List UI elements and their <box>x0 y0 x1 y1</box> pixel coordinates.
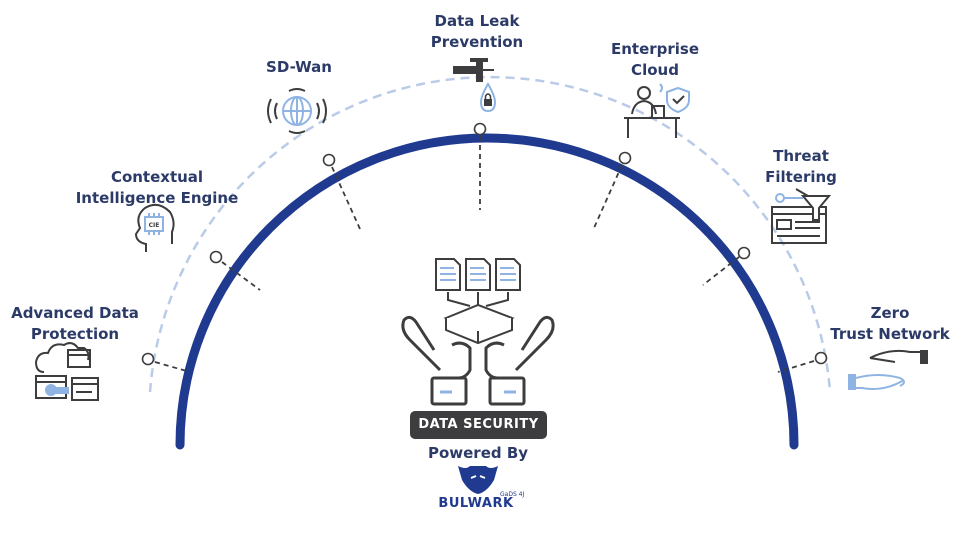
feature-label-advanced-data-protection: Advanced Data Protection <box>11 303 139 345</box>
feature-label-line: Enterprise <box>610 40 700 58</box>
hands-icon <box>401 315 555 406</box>
connector-contextual-intelligence-engine <box>209 250 261 291</box>
feature-label-line: Prevention <box>430 33 524 51</box>
funnel-browser-icon <box>771 188 832 244</box>
feature-label-line: SD-Wan <box>266 58 332 76</box>
feature-label-threat-filtering: Threat Filtering <box>765 146 837 188</box>
feature-label-line: Filtering <box>765 168 837 186</box>
brand-subtitle: GaDS 4J <box>500 491 525 498</box>
data-security-label: DATA SECURITY <box>410 411 547 439</box>
head-chip-icon: CIE <box>134 203 175 252</box>
globe-signal-icon <box>267 88 327 134</box>
feature-label-line: Cloud <box>631 61 679 79</box>
connector-enterprise-cloud <box>593 151 632 229</box>
feature-label-enterprise-cloud: Enterprise Cloud <box>611 39 699 81</box>
faucet-lock-icon <box>453 58 497 113</box>
feature-label-data-leak-prevention: Data Leak Prevention <box>431 11 524 53</box>
cloud-devices-icon <box>34 342 99 401</box>
handshake-icon <box>848 349 928 390</box>
powered-by-label: Powered By <box>427 444 529 462</box>
feature-label-line: Advanced Data <box>11 304 139 322</box>
person-desk-shield-icon <box>624 83 690 138</box>
bulwark-logo-icon <box>458 466 498 494</box>
connector-zero-trust-network <box>777 351 828 373</box>
feature-label-line: Data Leak <box>434 12 520 30</box>
document-icons <box>435 258 521 291</box>
main-arc <box>175 133 799 450</box>
feature-label-line: Trust Network <box>830 325 950 343</box>
svg-text:CIE: CIE <box>149 222 160 229</box>
feature-label-line: Zero <box>870 304 910 322</box>
feature-label-line: Protection <box>30 325 120 343</box>
connector-data-leak-prevention <box>473 122 487 210</box>
feature-label-sd-wan: SD-Wan <box>266 57 332 78</box>
brand-name: BULWARK <box>438 496 514 511</box>
dashed-outer-arc <box>148 75 832 393</box>
connector-advanced-data-protection <box>141 352 191 373</box>
connector-sd-wan <box>322 153 361 230</box>
feature-label-line: Contextual <box>110 168 204 186</box>
feature-label-zero-trust-network: Zero Trust Network <box>830 303 949 345</box>
feature-label-line: Intelligence Engine <box>75 189 239 207</box>
feature-label-contextual-intelligence-engine: Contextual Intelligence Engine <box>76 167 239 209</box>
feature-label-line: Threat <box>773 147 829 165</box>
connector-threat-filtering <box>702 246 751 286</box>
platform-box-icon <box>443 303 515 345</box>
